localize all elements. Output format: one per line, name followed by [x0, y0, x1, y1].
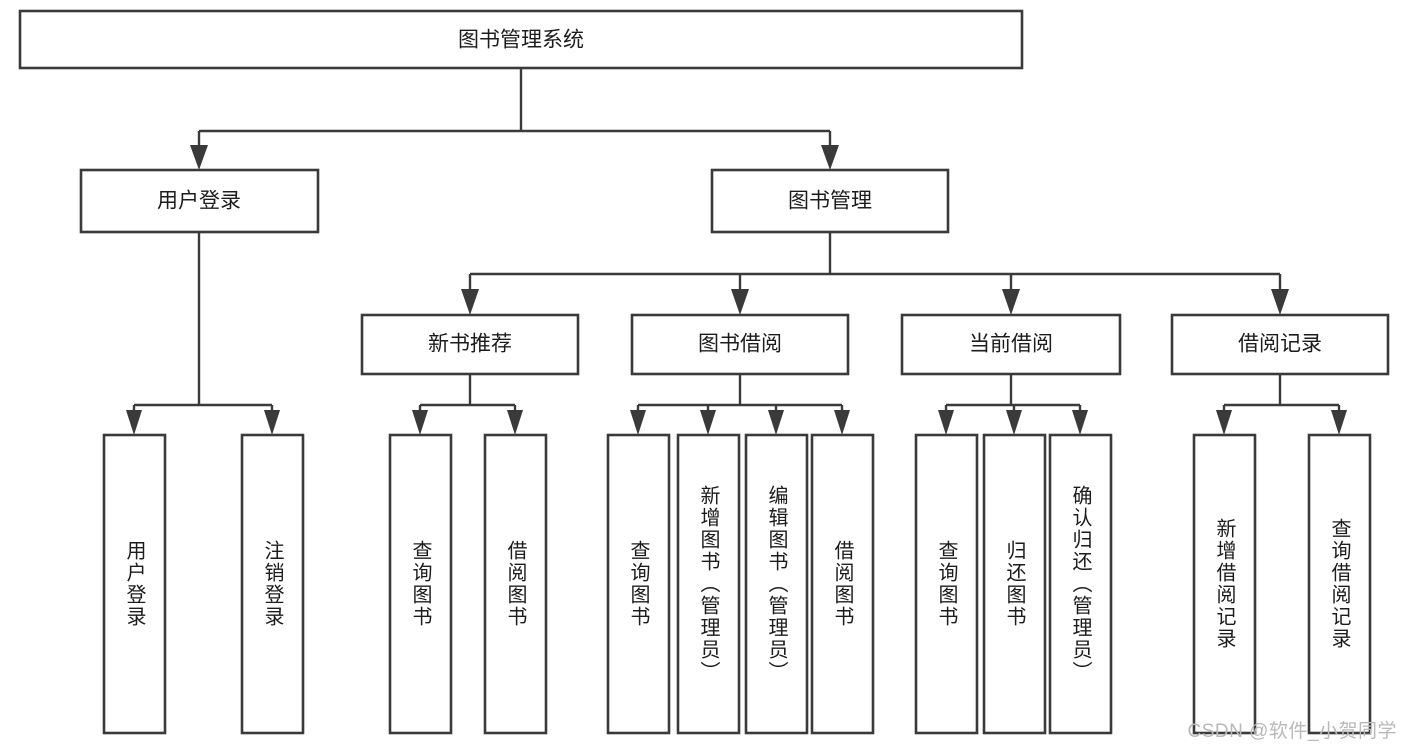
leaf-confirm-return[interactable]: 确认归还（管理员）: [1048, 433, 1113, 735]
leaf-query-book-1-label: 查询图书: [409, 540, 432, 628]
leaf-query-book-1[interactable]: 查询图书: [388, 433, 453, 735]
leaf-confirm-return-label: 确认归还（管理员）: [1069, 485, 1092, 683]
arrow-head-leaf-return-book: [1006, 410, 1022, 435]
node-borrow-record[interactable]: 借阅记录: [1170, 313, 1390, 376]
leaf-query-book-2[interactable]: 查询图书: [606, 433, 671, 735]
arrow-head-leaf-confirm-return: [1072, 410, 1088, 435]
arrow-head-current-borrow: [1002, 289, 1020, 315]
leaf-borrow-book-1[interactable]: 借阅图书: [483, 433, 548, 735]
node-new-book-recommend[interactable]: 新书推荐: [360, 313, 580, 376]
leaf-logout-login[interactable]: 注销登录: [240, 433, 305, 735]
node-book-borrow-label: 图书借阅: [698, 333, 782, 356]
leaf-query-record[interactable]: 查询借阅记录: [1307, 433, 1372, 735]
node-current-borrow-box[interactable]: [900, 313, 1122, 376]
node-new-book-recommend-label: 新书推荐: [428, 333, 512, 356]
node-book-borrow-box[interactable]: [630, 313, 850, 376]
leaf-query-record-label: 查询借阅记录: [1328, 518, 1351, 650]
node-root-label: 图书管理系统: [458, 29, 584, 52]
leaf-logout-login-box[interactable]: [240, 433, 305, 735]
leaf-return-book[interactable]: 归还图书: [982, 433, 1047, 735]
leaf-add-book-box[interactable]: [676, 433, 741, 735]
arrow-head-book-management: [821, 145, 839, 170]
node-user-login-box[interactable]: [79, 168, 320, 234]
leaf-return-book-box[interactable]: [982, 433, 1047, 735]
node-root-system[interactable]: 图书管理系统: [18, 9, 1024, 70]
arrow-head-leaf-logout-login: [264, 410, 280, 435]
leaf-add-record-box[interactable]: [1192, 433, 1257, 735]
leaf-edit-book-box[interactable]: [744, 433, 809, 735]
leaf-edit-book-label: 编辑图书（管理员）: [765, 485, 788, 683]
arrow-head-user-login: [190, 145, 208, 170]
arrow-head-leaf-query-record: [1331, 410, 1347, 435]
leaf-logout-login-label: 注销登录: [261, 540, 284, 628]
arrow-head-leaf-borrow-book-1: [507, 410, 523, 435]
leaf-borrow-book-2-box[interactable]: [810, 433, 875, 735]
leaf-borrow-book-2[interactable]: 借阅图书: [810, 433, 875, 735]
node-new-book-recommend-box[interactable]: [360, 313, 580, 376]
leaf-return-book-label: 归还图书: [1003, 540, 1026, 628]
node-borrow-record-box[interactable]: [1170, 313, 1390, 376]
leaf-query-book-1-box[interactable]: [388, 433, 453, 735]
leaf-query-book-2-box[interactable]: [606, 433, 671, 735]
node-borrow-record-label: 借阅记录: [1238, 333, 1322, 356]
arrow-head-new-book-recommend: [461, 289, 479, 315]
leaf-edit-book[interactable]: 编辑图书（管理员）: [744, 433, 809, 735]
node-book-management-box[interactable]: [710, 168, 950, 234]
node-book-borrow[interactable]: 图书借阅: [630, 313, 850, 376]
node-current-borrow-label: 当前借阅: [969, 333, 1053, 356]
node-user-login[interactable]: 用户登录: [79, 168, 320, 234]
arrow-head-book-borrow: [731, 289, 749, 315]
leaf-query-record-box[interactable]: [1307, 433, 1372, 735]
arrow-head-borrow-record: [1271, 289, 1289, 315]
leaf-query-book-3-box[interactable]: [914, 433, 979, 735]
leaf-borrow-book-1-box[interactable]: [483, 433, 548, 735]
node-root-box[interactable]: [18, 9, 1024, 70]
leaf-add-book-label: 新增图书（管理员）: [697, 485, 720, 683]
arrow-head-leaf-edit-book: [768, 410, 784, 435]
leaf-query-book-2-label: 查询图书: [627, 540, 650, 628]
connector-layer: [126, 68, 1347, 435]
node-book-management-label: 图书管理: [788, 190, 872, 213]
arrow-head-leaf-add-record: [1216, 410, 1232, 435]
leaf-user-login-label: 用户登录: [123, 540, 146, 628]
arrow-head-leaf-user-login: [126, 410, 142, 435]
arrow-head-leaf-borrow-book-2: [834, 410, 850, 435]
leaf-borrow-book-1-label: 借阅图书: [504, 540, 527, 628]
arrow-head-leaf-query-book-2: [630, 410, 646, 435]
leaf-query-book-3[interactable]: 查询图书: [914, 433, 979, 735]
leaf-user-login[interactable]: 用户登录: [102, 433, 167, 735]
leaf-query-book-3-label: 查询图书: [935, 540, 958, 628]
arrow-head-leaf-query-book-3: [938, 410, 954, 435]
leaf-add-record[interactable]: 新增借阅记录: [1192, 433, 1257, 735]
leaf-confirm-return-box[interactable]: [1048, 433, 1113, 735]
leaf-add-record-label: 新增借阅记录: [1213, 518, 1236, 650]
node-book-management[interactable]: 图书管理: [710, 168, 950, 234]
node-current-borrow[interactable]: 当前借阅: [900, 313, 1122, 376]
node-user-login-label: 用户登录: [157, 190, 241, 213]
leaf-borrow-book-2-label: 借阅图书: [831, 540, 854, 628]
leaf-user-login-box[interactable]: [102, 433, 167, 735]
arrow-head-leaf-add-book: [700, 410, 716, 435]
leaf-add-book[interactable]: 新增图书（管理员）: [676, 433, 741, 735]
arrow-head-leaf-query-book-1: [412, 410, 428, 435]
